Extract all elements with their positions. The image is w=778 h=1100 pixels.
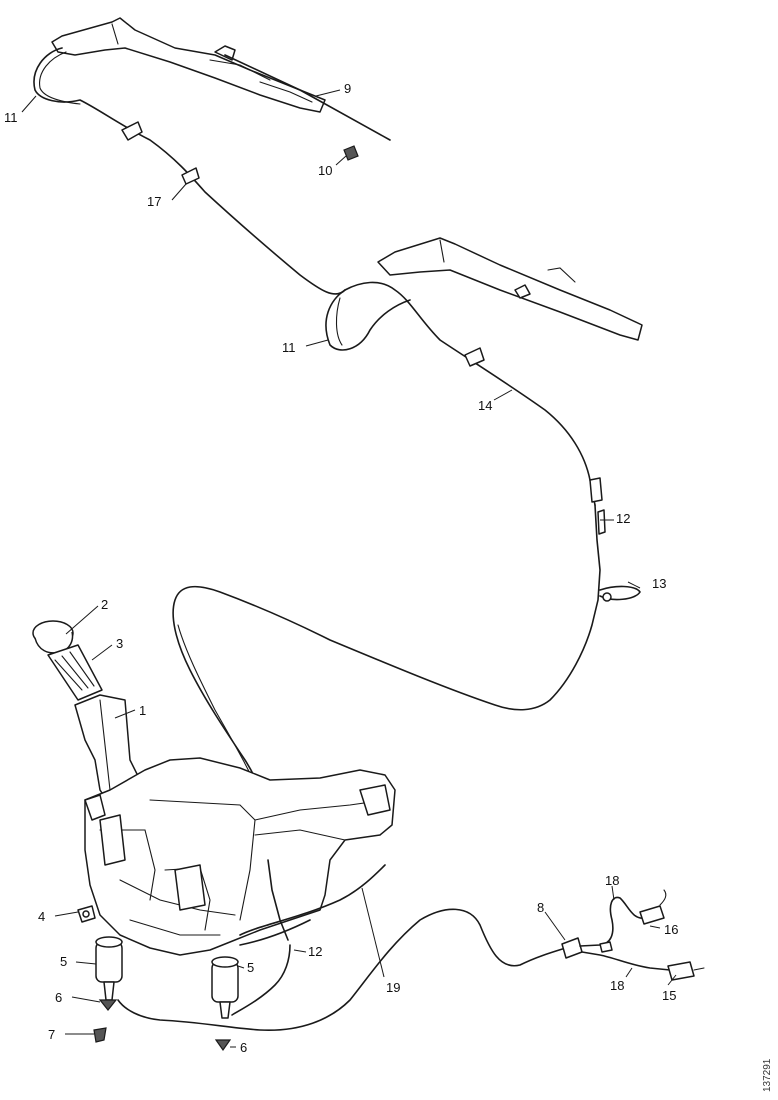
hose-upper-run <box>33 47 601 861</box>
callout-14: 14 <box>478 398 492 413</box>
callout-6-left: 6 <box>55 990 62 1005</box>
washer-pump-left <box>95 936 123 1001</box>
t-connector-8 <box>561 896 691 973</box>
upper-wiper-arm-right <box>377 237 643 341</box>
callout-19: 19 <box>386 980 400 995</box>
filler-cap <box>32 620 74 654</box>
hose-clip-13 <box>599 585 641 602</box>
callout-13: 13 <box>652 576 666 591</box>
callout-2: 2 <box>101 597 108 612</box>
callout-9: 9 <box>344 81 351 96</box>
hose-lower-run <box>117 859 576 1032</box>
callout-6-right: 6 <box>240 1040 247 1055</box>
callout-5-right: 5 <box>247 960 254 975</box>
grommet-right <box>214 1039 232 1052</box>
washer-pump-right <box>211 956 239 1019</box>
washer-nozzle-10 <box>343 145 359 161</box>
callout-18-upper: 18 <box>605 873 619 888</box>
plug-7 <box>93 1027 107 1043</box>
callout-11-middle: 11 <box>282 340 296 355</box>
callout-5-left: 5 <box>60 954 67 969</box>
callout-8: 8 <box>537 900 544 915</box>
callout-1: 1 <box>139 703 146 718</box>
callout-4: 4 <box>38 909 45 924</box>
callout-15-right: 15 <box>662 988 676 1003</box>
upper-wiper-arm-left <box>51 17 391 141</box>
callout-17: 17 <box>147 194 161 209</box>
reference-code: 137291 <box>762 1058 773 1092</box>
callouts: 2 3 1 4 5 5 6 7 6 8 9 10 11 11 12 12 13 … <box>4 81 678 1055</box>
rear-nozzle-15 <box>667 961 705 981</box>
callout-10: 10 <box>318 163 332 178</box>
grommet-left <box>98 999 118 1011</box>
washer-reservoir <box>74 694 396 956</box>
callout-12-lower: 12 <box>308 944 322 959</box>
callout-12-right: 12 <box>616 511 630 526</box>
callout-18-lower: 18 <box>610 978 624 993</box>
bracket-4 <box>77 905 96 923</box>
leader-lines <box>21 89 677 1048</box>
callout-7: 7 <box>48 1027 55 1042</box>
callout-11-top: 11 <box>4 110 18 125</box>
callout-16: 16 <box>664 922 678 937</box>
filler-strainer <box>47 644 103 701</box>
hose-clips <box>121 121 606 535</box>
rear-nozzle-16 <box>639 889 667 925</box>
callout-3: 3 <box>116 636 123 651</box>
